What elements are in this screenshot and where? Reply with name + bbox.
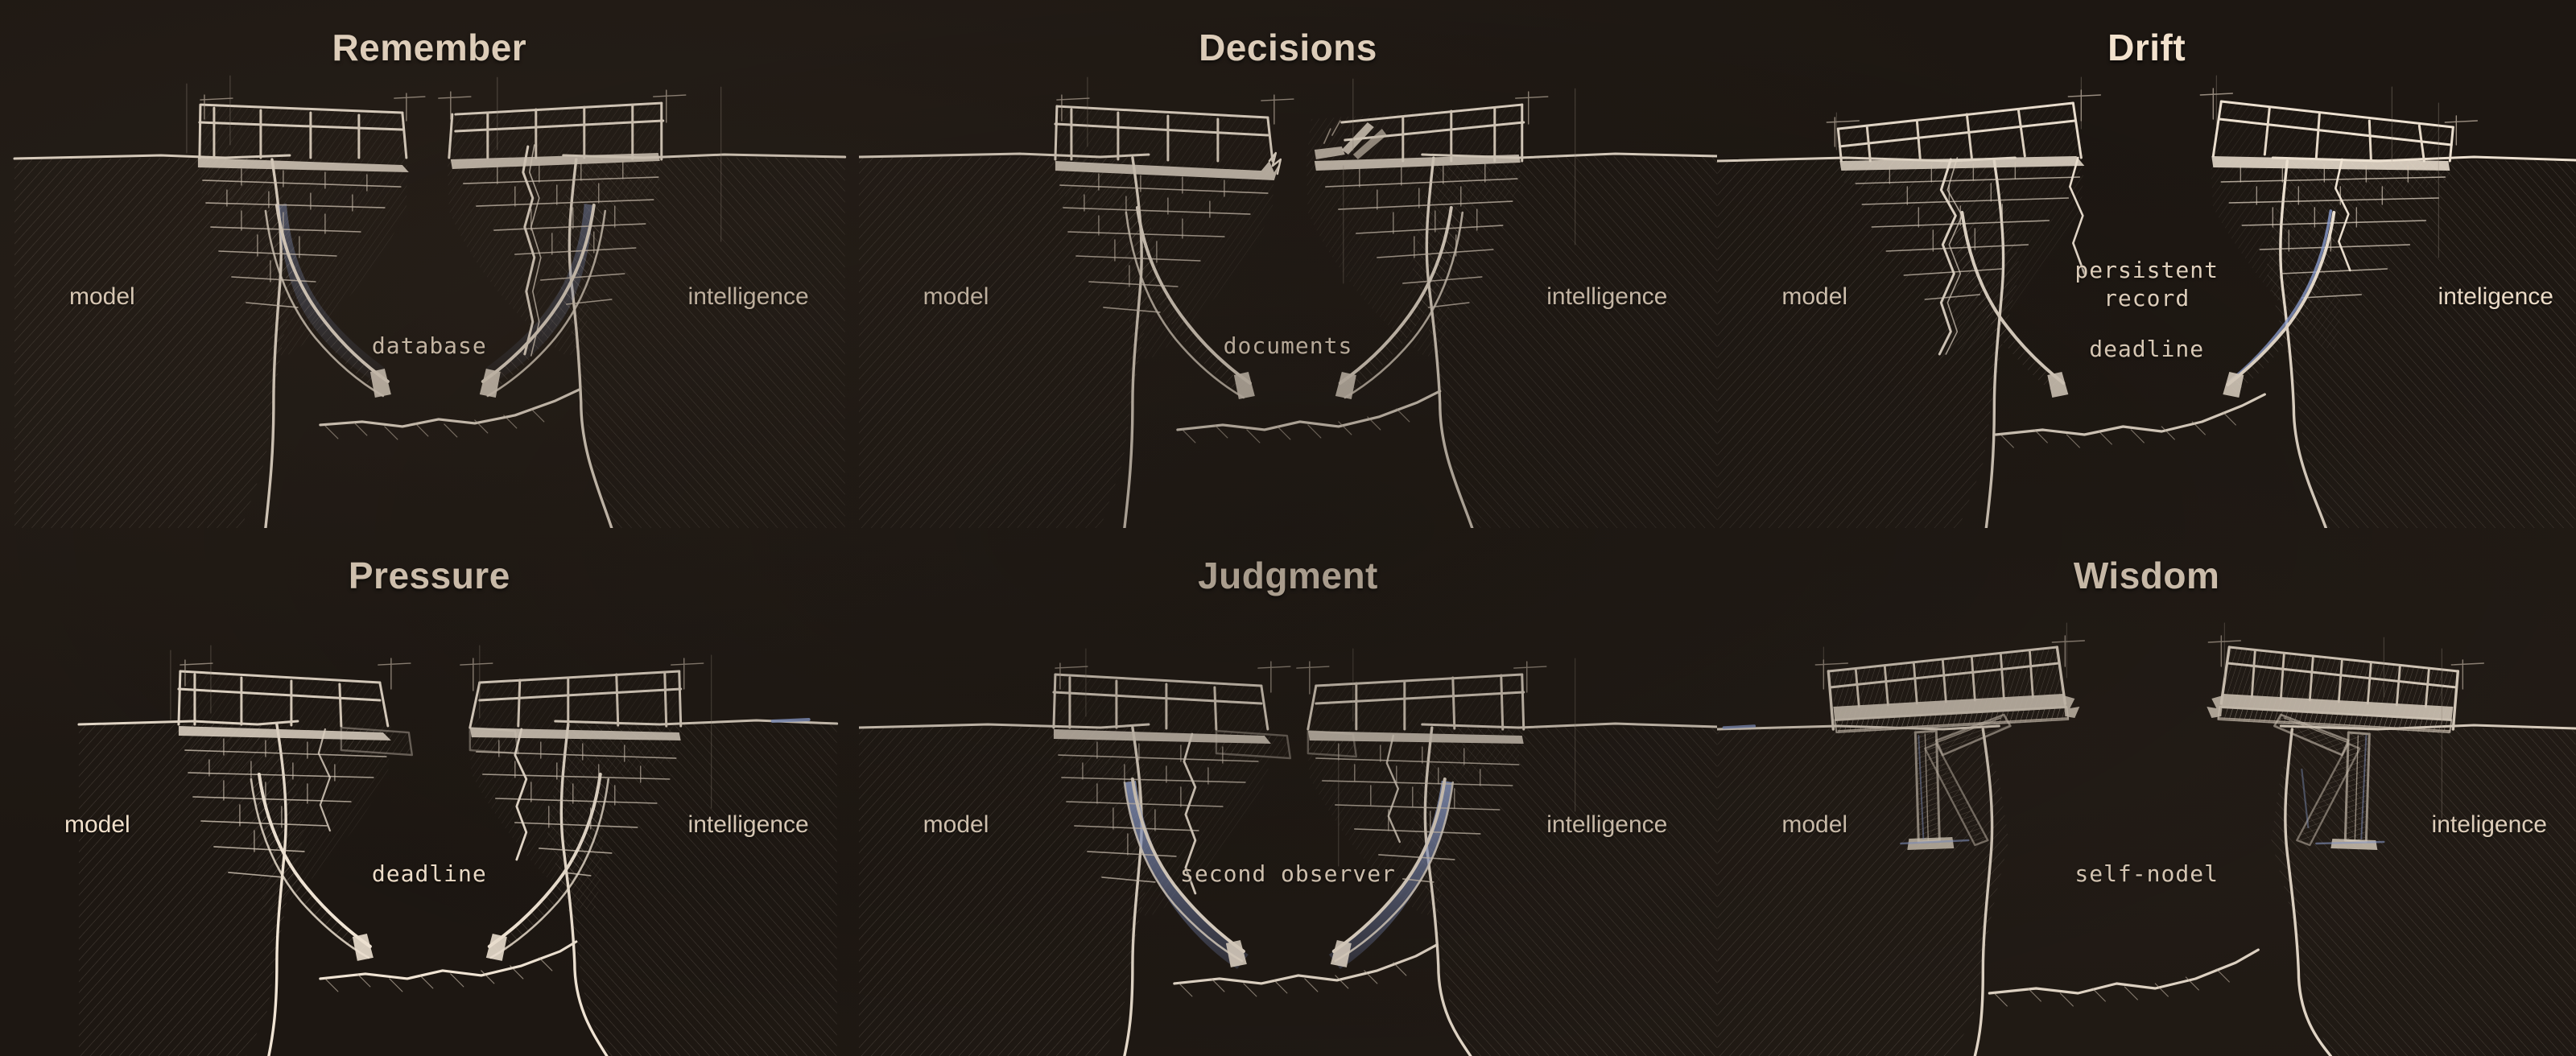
panel-title-pressure: Pressure <box>348 555 510 596</box>
panel-remember: Remember model intelligence database <box>0 0 859 528</box>
panel-title-decisions: Decisions <box>1199 27 1377 68</box>
chasm-label-drift: deadline <box>2089 336 2205 362</box>
left-label-pressure: model <box>64 811 130 838</box>
right-label-drift: inteligence <box>2438 283 2553 310</box>
left-label-wisdom: model <box>1781 811 1848 838</box>
chasm-label-remember: database <box>371 332 487 359</box>
center-label-drift: persistent record <box>2074 257 2219 311</box>
bridge-illustration-remember <box>0 0 859 528</box>
panel-title-drift: Drift <box>2107 27 2186 68</box>
right-label-decisions: intelligence <box>1546 283 1668 310</box>
left-label-judgment: model <box>923 811 989 838</box>
panel-title-wisdom: Wisdom <box>2073 555 2220 596</box>
panel-title-remember: Remember <box>332 27 527 68</box>
panel-drift: Drift model inteligence persistent recor… <box>1717 0 2576 528</box>
bridge-illustration-pressure <box>0 528 859 1056</box>
panel-wisdom: Wisdom model inteligence self-nodel <box>1717 528 2576 1056</box>
bridge-illustration-decisions <box>858 0 1718 528</box>
bridge-illustration-drift <box>1717 0 2576 528</box>
panel-title-judgment: Judgment <box>1198 555 1378 596</box>
panel-decisions: Decisions model intelligence documents <box>858 0 1718 528</box>
right-label-wisdom: inteligence <box>2431 811 2547 838</box>
left-label-decisions: model <box>923 283 989 310</box>
chasm-label-decisions: documents <box>1223 332 1353 359</box>
right-label-judgment: intelligence <box>1546 811 1668 838</box>
right-label-pressure: intelligence <box>687 811 809 838</box>
chasm-label-pressure: deadline <box>371 860 487 887</box>
right-label-remember: intelligence <box>687 283 809 310</box>
bridge-illustration-wisdom <box>1717 528 2576 1056</box>
panel-pressure: Pressure model intelligence deadline <box>0 528 859 1056</box>
left-label-drift: model <box>1781 283 1848 310</box>
left-label-remember: model <box>69 283 135 310</box>
panel-judgment: Judgment model intelligence second obser… <box>858 528 1718 1056</box>
chasm-label-wisdom: self-nodel <box>2074 860 2219 887</box>
chasm-label-judgment: second observer <box>1180 860 1396 887</box>
bridge-illustration-judgment <box>858 528 1718 1056</box>
